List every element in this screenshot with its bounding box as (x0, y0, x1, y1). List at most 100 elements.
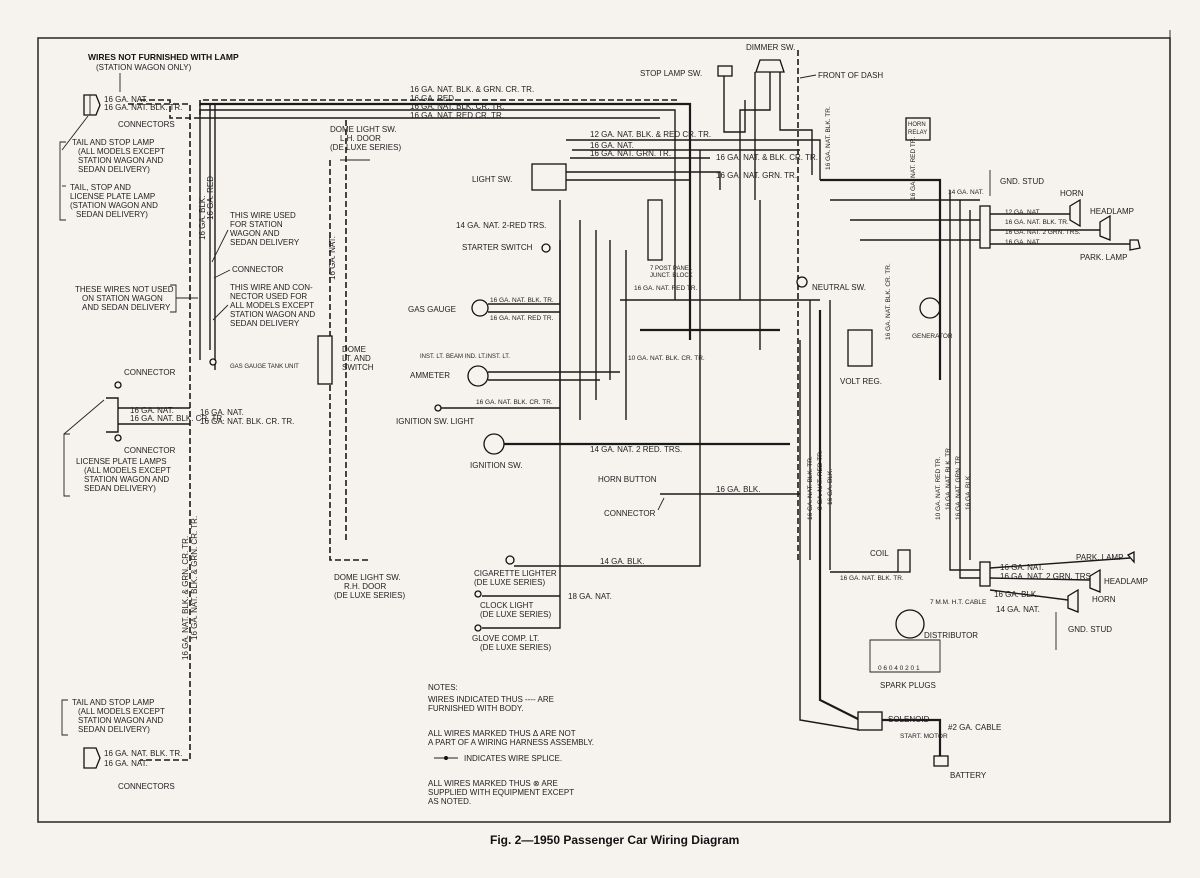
label-glove-b: (DE LUXE SERIES) (480, 643, 551, 652)
wire-label-v5: 16 GA. NAT. BLK. TR. (945, 446, 952, 510)
label-horn-button: HORN BUTTON (598, 475, 657, 484)
wire-label-v7: 16 GA. BLK. (965, 474, 972, 510)
label-conn-used-b: NECTOR USED FOR (230, 292, 307, 301)
label-dome-sw-b: LT. AND (342, 354, 371, 363)
wire-label-ign: 16 GA. NAT. BLK. CR. TR. (476, 399, 553, 406)
tail-lamp-top (83, 94, 101, 116)
gas-gauge (471, 299, 489, 317)
label-horn-bot: HORN (1092, 595, 1116, 604)
label-dome-sw-c: SWITCH (342, 363, 374, 372)
label-tail-stop-1c: STATION WAGON AND (78, 156, 163, 165)
wire-label-16-nat-r: 16 GA. NAT. (200, 408, 244, 417)
clock-light (474, 590, 482, 598)
wire-label-br3: 16 GA. BLK. (994, 590, 1038, 599)
label-starter-switch: STARTER SWITCH (462, 243, 533, 252)
label-headlamp-bot: HEADLAMP (1104, 577, 1148, 586)
label-glove-a: GLOVE COMP. LT. (472, 634, 539, 643)
label-neutral-sw: NEUTRAL SW. (812, 283, 866, 292)
wire-label-10ga: 10 GA. NAT. BLK. CR. TR. (628, 355, 705, 362)
label-tail-stop-lic-d: SEDAN DELIVERY) (76, 210, 148, 219)
label-ignition-sw-light: IGNITION SW. LIGHT (396, 417, 474, 426)
label-inst-lt: INST. LT. (420, 354, 444, 360)
label-horn-top: HORN (1060, 189, 1084, 198)
coil (897, 549, 911, 573)
wire-label-12nat: 12 GA. NAT. (1005, 209, 1041, 216)
headlamp-top-icon (1099, 214, 1111, 241)
solenoid (857, 711, 883, 731)
light-switch (531, 163, 567, 191)
label-conn-used-a: THIS WIRE AND CON- (230, 283, 313, 292)
label-tail-stop-2d: SEDAN DELIVERY) (78, 725, 150, 734)
label-horn-relay-a: HORN (908, 122, 926, 128)
wire-label-16nat-blk-tr: 16 GA. NAT. BLK. TR. (1005, 219, 1069, 226)
generator (919, 297, 941, 319)
label-junct-b: JUNCT. BLOCK (650, 273, 693, 279)
label-connectors-top: CONNECTORS (118, 120, 175, 129)
note-2a: ALL WIRES MARKED THUS Δ ARE NOT (428, 729, 576, 738)
wire-label-horn: 16 GA. BLK. (716, 485, 760, 494)
wire-left-vertical (128, 103, 191, 761)
note-1a: WIRES INDICATED THUS ---- ARE (428, 695, 554, 704)
label-tail-stop-2b: (ALL MODELS EXCEPT (78, 707, 165, 716)
label-gas-gauge: GAS GAUGE (408, 305, 456, 314)
wire-label-14-2red-b: 14 GA. NAT. 2 RED. TRS. (590, 445, 682, 454)
label-tail-stop-2c: STATION WAGON AND (78, 716, 163, 725)
wire-label-gg2: 16 GA. NAT. RED TR. (490, 315, 554, 322)
label-light-sw: LIGHT SW. (472, 175, 512, 184)
junction-block (647, 199, 663, 261)
label-gnd-stud-top: GND. STUD (1000, 177, 1044, 186)
label-gas-tank-unit: GAS GAUGE TANK UNIT (230, 364, 299, 370)
label-gnd-stud-bot: GND. STUD (1068, 625, 1112, 634)
label-lic-lamps-b: (ALL MODELS EXCEPT (84, 466, 171, 475)
wire-label-14-2red: 14 GA. NAT. 2-RED TRS. (456, 221, 546, 230)
wire-label-red: 16 GA. RED (206, 176, 215, 220)
label-tail-stop-lic-a: TAIL, STOP AND (70, 183, 131, 192)
front-junction-bottom (979, 561, 991, 587)
label-battery: BATTERY (950, 771, 987, 780)
wire-label-16nat-grn: 16 GA. NAT. GRN. TR. (590, 149, 671, 158)
distributor (895, 609, 925, 639)
wire-label-br4: 14 GA. NAT. (996, 605, 1040, 614)
label-tail-stop-2a: TAIL AND STOP LAMP (72, 698, 154, 707)
label-spark-plugs: SPARK PLUGS (880, 681, 936, 690)
label-not-used-c: AND SEDAN DELIVERY (82, 303, 171, 312)
label-dome-rh-b: R.H. DOOR (344, 582, 386, 591)
cigarette-lighter (505, 555, 515, 565)
label-plugs-num: 0 6 0 4 0 2 0 1 (878, 665, 920, 672)
dimmer-switch (755, 59, 785, 73)
note-3: INDICATES WIRE SPLICE. (464, 754, 562, 763)
label-headlamp-top: HEADLAMP (1090, 207, 1134, 216)
label-conn-used-e: SEDAN DELIVERY (230, 319, 300, 328)
wire-label-vert-2: 16 GA. NAT. BLK. & GRN. CR. TR. (190, 516, 199, 640)
wire-label-16nat-b: 16 GA. NAT. (1005, 239, 1041, 246)
headlamp-bot-icon (1089, 568, 1101, 593)
wire-label-v6: 16 GA. NAT. GRN. TR. (955, 454, 962, 520)
wire-dome (329, 160, 370, 561)
wire-label-gg1: 16 GA. NAT. BLK. TR. (490, 297, 554, 304)
label-dome-sw-a: DOME (342, 345, 366, 354)
label-coil: COIL (870, 549, 889, 558)
label-wire-used-b: FOR STATION (230, 220, 283, 229)
note-1b: FURNISHED WITH BODY. (428, 704, 523, 713)
label-distributor: DISTRIBUTOR (924, 631, 978, 640)
label-cig-b: (DE LUXE SERIES) (474, 578, 545, 587)
label-dome-rh-c: (DE LUXE SERIES) (334, 591, 405, 600)
label-wire-used-d: SEDAN DELIVERY (230, 238, 300, 247)
ammeter (467, 365, 489, 387)
wire-label-top-4: 16 GA. NAT. RED CR. TR. (410, 111, 504, 120)
voltage-regulator (847, 329, 873, 367)
wire-label-cig: 14 GA. BLK. (600, 557, 644, 566)
label-dome-lh-b: L.H. DOOR (340, 134, 381, 143)
glove-light (474, 624, 482, 632)
wire-label-blk-cr: 16 GA. NAT. BLK. CR. TR. (130, 414, 224, 423)
neutral-switch (796, 276, 808, 288)
wire-label-v4: 10 GA. NAT. RED TR. (935, 456, 942, 520)
label-dome-lh-c: (DE LUXE SERIES) (330, 143, 401, 152)
label-horn-relay-b: RELAY (908, 130, 927, 136)
wire-label-vert-1: 16 GA. NAT. BLK. & GRN. CR. TR. (181, 536, 190, 660)
wire-label-br2: 16 GA. NAT. 2 GRN. TRS. (1000, 572, 1093, 581)
label-volt-reg: VOLT REG. (840, 377, 882, 386)
wire-label-top-3: 16 GA. NAT. BLK. CR. TR. (410, 102, 504, 111)
